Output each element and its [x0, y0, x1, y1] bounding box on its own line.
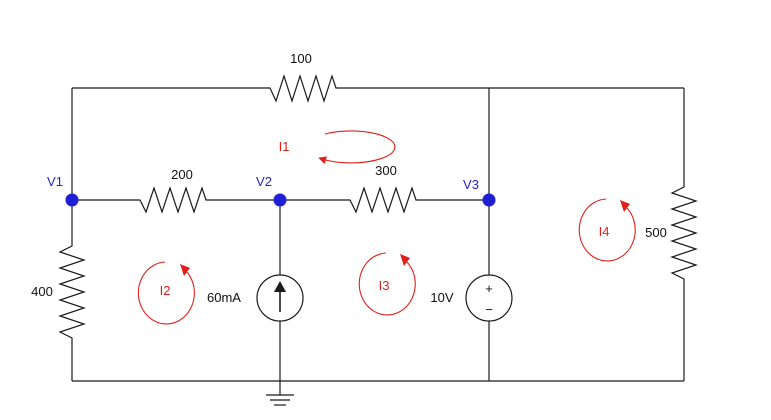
- loop-i4-arrowhead: [620, 200, 630, 212]
- resistor-100: [263, 74, 343, 103]
- label-resistor-400: 400: [31, 284, 53, 299]
- current-source: [256, 274, 304, 322]
- loop-arrow-icon: [318, 130, 396, 165]
- resistor-500: [670, 180, 698, 286]
- loop-i4: [578, 198, 636, 262]
- resistor-300: [343, 186, 423, 214]
- voltage-source-body: [465, 274, 513, 322]
- label-loop-i3: I3: [379, 278, 390, 293]
- loop-arrow-icon: [578, 198, 636, 262]
- loop-arrow-icon: [137, 261, 195, 325]
- loop-i3: [358, 252, 416, 316]
- label-resistor-200: 200: [171, 167, 193, 182]
- label-loop-i1: I1: [279, 139, 290, 154]
- label-node-v2: V2: [256, 174, 272, 189]
- resistor-200: [133, 186, 213, 214]
- resistor-400: [58, 239, 86, 345]
- loop-arrow-icon: [358, 252, 416, 316]
- label-voltage-source: 10V: [430, 290, 453, 305]
- voltage-plus: +: [485, 281, 493, 296]
- label-node-v3: V3: [463, 177, 479, 192]
- loop-i2: [137, 261, 195, 325]
- ground-icon: [266, 394, 294, 406]
- label-loop-i2: I2: [160, 283, 171, 298]
- node-v2-dot: [273, 193, 287, 207]
- loop-i1: [318, 130, 396, 165]
- label-current-source: 60mA: [207, 290, 241, 305]
- label-node-v1: V1: [47, 174, 63, 189]
- label-loop-i4: I4: [599, 224, 610, 239]
- current-source-arrow-icon: [274, 281, 286, 312]
- label-resistor-100: 100: [290, 51, 312, 66]
- label-resistor-500: 500: [645, 225, 667, 240]
- loop-i2-arrowhead: [180, 264, 190, 276]
- voltage-source: + −: [465, 274, 513, 322]
- label-resistor-300: 300: [375, 163, 397, 178]
- node-v3-dot: [482, 193, 496, 207]
- node-v1-dot: [65, 193, 79, 207]
- voltage-minus: −: [485, 302, 493, 317]
- loop-i3-arrowhead: [400, 254, 410, 266]
